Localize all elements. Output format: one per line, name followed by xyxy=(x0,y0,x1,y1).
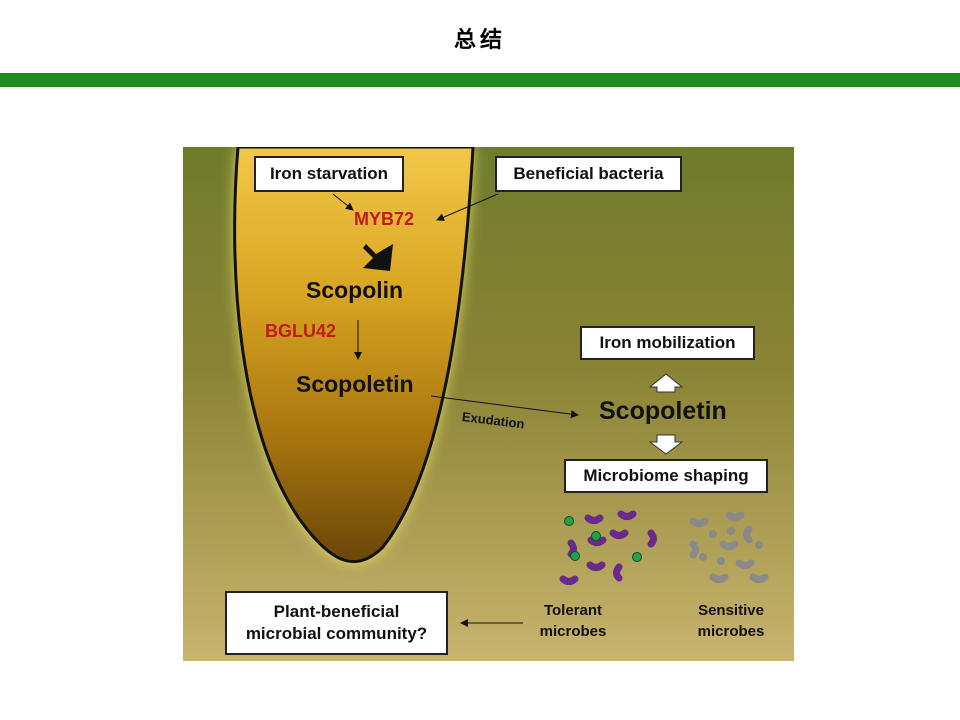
sensitive-microbe xyxy=(709,573,729,583)
green-microbe xyxy=(632,552,642,562)
scopoletin-soil-label: Scopoletin xyxy=(599,397,727,425)
root-shape xyxy=(233,147,475,564)
sensitive-line-2: microbes xyxy=(697,623,765,640)
myb72-label: MYB72 xyxy=(354,209,415,229)
community-line-1: Plant-beneficial xyxy=(273,602,400,621)
tolerant-line-2: microbes xyxy=(539,623,607,640)
title-divider-bar xyxy=(0,73,960,87)
sensitive-microbe xyxy=(735,559,755,569)
iron-mobilization-box: Iron mobilization xyxy=(580,326,755,360)
sensitive-microbes-label: Sensitive microbes xyxy=(688,600,774,642)
scopolin-label: Scopolin xyxy=(306,277,404,303)
plant-beneficial-community-box: Plant-beneficial microbial community? xyxy=(225,591,448,655)
iron-starvation-box: Iron starvation xyxy=(254,156,404,192)
sensitive-dot xyxy=(755,541,763,549)
tolerant-line-1: Tolerant xyxy=(543,602,603,619)
sensitive-microbe xyxy=(743,525,753,544)
sensitive-microbe xyxy=(725,511,745,521)
arrow-bacteria-to-myb72 xyxy=(436,193,499,221)
tolerant-microbe xyxy=(617,510,637,520)
sensitive-line-1: Sensitive xyxy=(698,602,764,619)
sensitive-dot xyxy=(709,530,717,538)
big-arrow-myb72-to-scopolin xyxy=(363,244,393,271)
tolerant-microbes-cluster xyxy=(559,510,657,585)
sensitive-microbe xyxy=(719,540,739,550)
tolerant-microbe xyxy=(647,529,657,548)
beneficial-bacteria-box: Beneficial bacteria xyxy=(495,156,682,192)
bglu42-label: BGLU42 xyxy=(265,321,337,341)
sensitive-microbe xyxy=(689,540,699,559)
green-microbe xyxy=(564,516,574,526)
green-microbe xyxy=(570,551,580,561)
figure-graphics xyxy=(183,147,794,661)
arrow-iron-to-myb72 xyxy=(332,193,354,211)
sensitive-dot xyxy=(699,553,707,561)
tolerant-microbe xyxy=(587,536,607,546)
microbiome-shaping-box: Microbiome shaping xyxy=(564,459,768,493)
up-arrow-iron-mobilization xyxy=(648,373,684,393)
scopoletin-pathway-figure: Iron starvation Beneficial bacteria Iron… xyxy=(183,147,794,661)
sensitive-microbe xyxy=(689,517,709,527)
sensitive-microbe xyxy=(749,573,769,583)
arrow-exudation xyxy=(430,395,579,419)
tolerant-microbe xyxy=(613,563,623,582)
tolerant-microbe xyxy=(609,529,629,539)
tolerant-microbe xyxy=(584,514,604,524)
sensitive-microbes-cluster xyxy=(689,511,769,583)
tolerant-microbe xyxy=(559,575,579,585)
sensitive-dot xyxy=(717,557,725,565)
scopoletin-root-label: Scopoletin xyxy=(296,371,414,397)
down-arrow-microbiome-shaping xyxy=(648,434,684,455)
green-microbe xyxy=(591,531,601,541)
slide-title: 总结 xyxy=(453,27,506,53)
tolerant-microbe xyxy=(586,561,606,571)
community-line-2: microbial community? xyxy=(245,624,428,643)
tolerant-microbes-label: Tolerant microbes xyxy=(531,600,615,642)
sensitive-dot xyxy=(727,527,735,535)
